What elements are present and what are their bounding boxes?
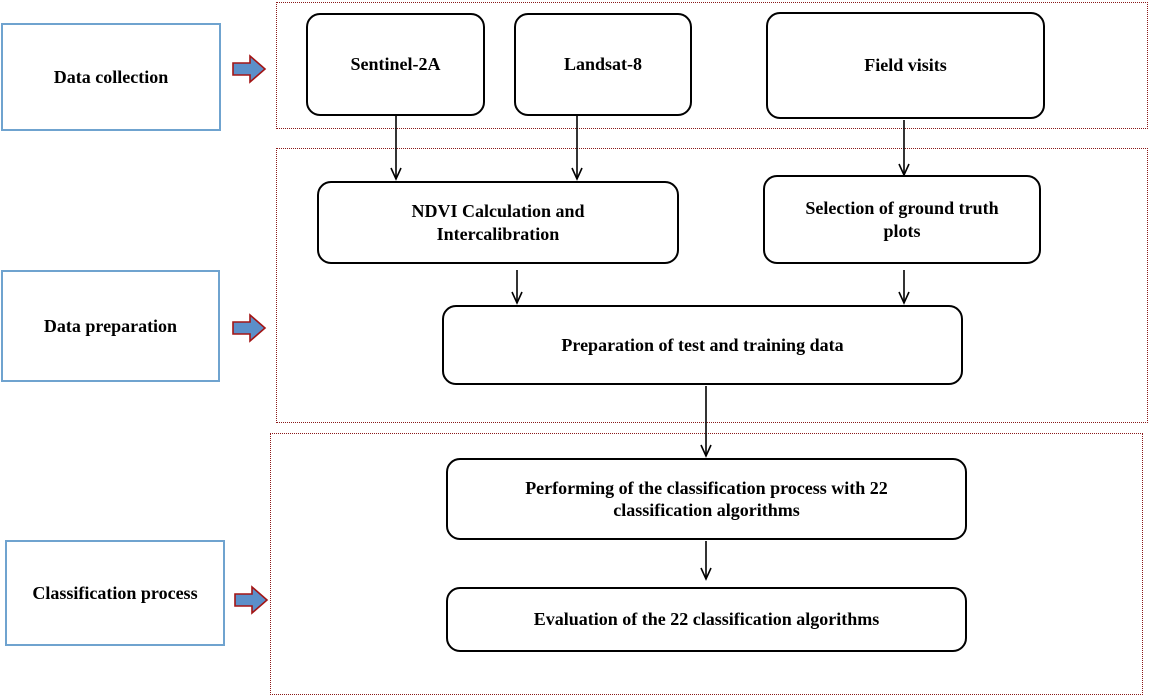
node-performing-classification: Performing of the classification process… [446, 458, 967, 540]
stage-label-data-collection: Data collection [1, 23, 221, 131]
pointer-arrow-data-collection [232, 54, 267, 84]
node-sentinel-2a: Sentinel-2A [306, 13, 485, 116]
node-evaluation: Evaluation of the 22 classification algo… [446, 587, 967, 652]
node-preparation-test-training: Preparation of test and training data [442, 305, 963, 385]
stage-label-classification-process: Classification process [5, 540, 225, 646]
node-ground-truth-selection: Selection of ground truth plots [763, 175, 1041, 264]
data-preparation-frame [276, 148, 1148, 423]
pointer-arrow-classification-process [234, 585, 269, 615]
stage-label-data-preparation: Data preparation [1, 270, 220, 382]
data-collection-frame [276, 2, 1148, 129]
node-field-visits: Field visits [766, 12, 1045, 119]
pointer-arrow-data-preparation [232, 313, 267, 343]
node-landsat-8: Landsat-8 [514, 13, 692, 116]
node-ndvi-calculation: NDVI Calculation and Intercalibration [317, 181, 679, 264]
